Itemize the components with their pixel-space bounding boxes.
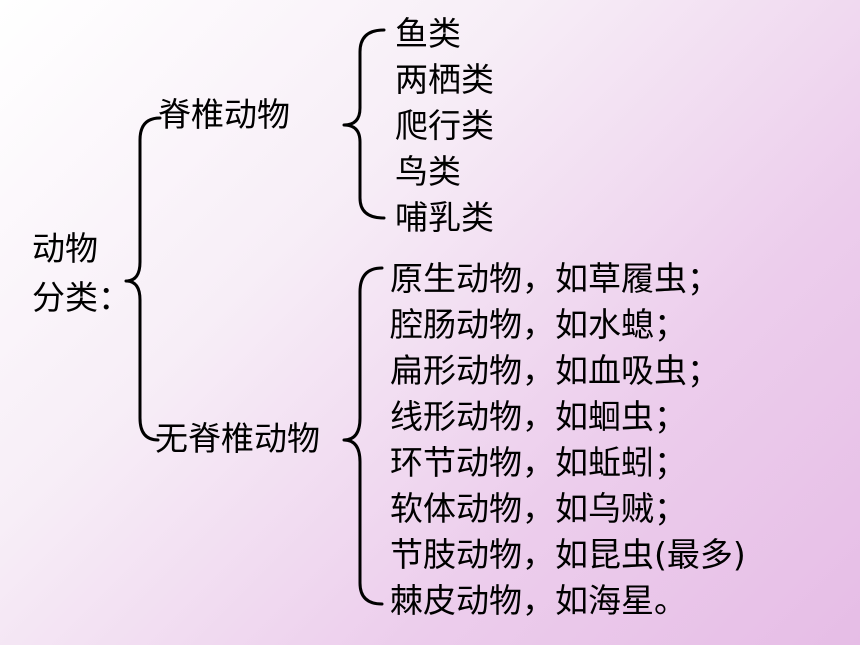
vertebrate-class-list: 鱼类 两栖类 爬行类 鸟类 哺乳类 — [395, 11, 494, 241]
list-item: 线形动物，如蛔虫； — [390, 397, 687, 436]
list-item: 节肢动物，如昆虫(最多) — [390, 535, 746, 574]
root-label-line1: 动物 — [32, 229, 98, 268]
root-label-line2: 分类： — [32, 278, 131, 317]
list-item: 爬行类 — [395, 106, 494, 145]
list-item: 原生动物，如草履虫； — [390, 259, 720, 298]
list-item: 哺乳类 — [395, 198, 494, 237]
vertebrate-brace — [342, 28, 386, 220]
list-item: 鱼类 — [395, 14, 461, 53]
list-item: 扁形动物，如血吸虫； — [390, 351, 720, 390]
list-item: 棘皮动物，如海星。 — [390, 581, 687, 620]
vertebrates-label: 脊椎动物 — [158, 95, 290, 134]
invertebrate-brace — [342, 266, 384, 606]
list-item: 鸟类 — [395, 152, 461, 191]
root-brace — [124, 116, 162, 442]
invertebrate-phylum-list: 原生动物，如草履虫； 腔肠动物，如水螅； 扁形动物，如血吸虫； 线形动物，如蛔虫… — [390, 256, 746, 624]
list-item: 两栖类 — [395, 60, 494, 99]
list-item: 腔肠动物，如水螅； — [390, 305, 687, 344]
list-item: 软体动物，如乌贼； — [390, 489, 687, 528]
invertebrates-label: 无脊椎动物 — [155, 419, 320, 458]
list-item: 环节动物，如蚯蚓； — [390, 443, 687, 482]
